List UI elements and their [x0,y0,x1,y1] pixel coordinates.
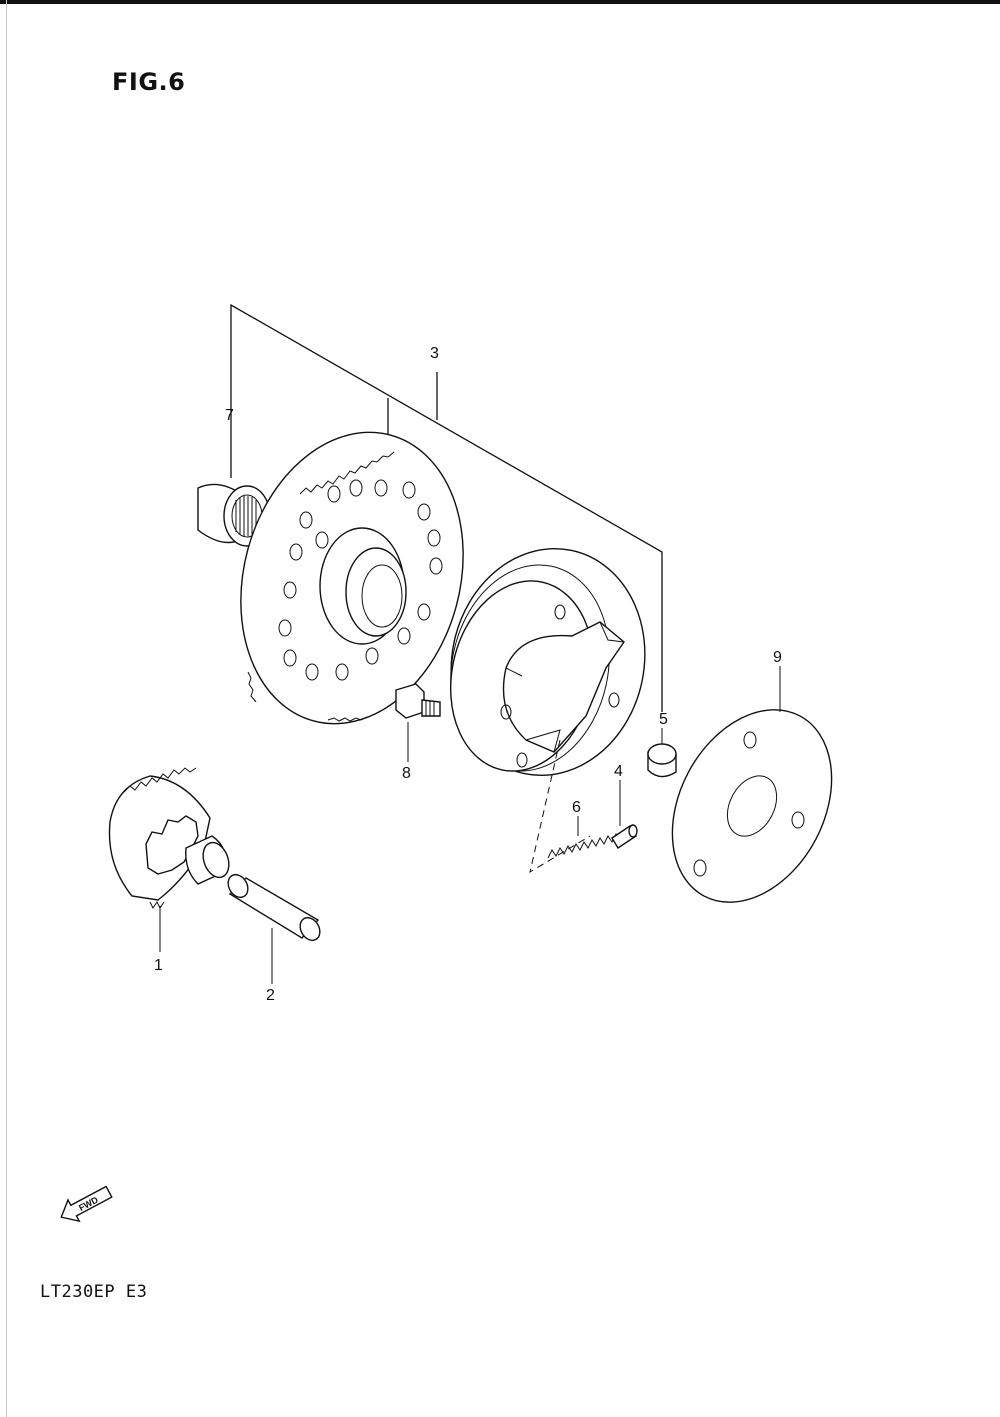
roller-part [647,728,677,778]
left-border [6,0,7,1417]
callout-2: 2 [266,987,275,1004]
bolt-part [395,683,441,762]
top-border [0,0,1000,4]
washer-plate-part [671,666,833,903]
model-code: LT230EP E3 [40,1282,148,1302]
callout-4: 4 [614,763,623,780]
callout-8: 8 [402,765,411,782]
fwd-arrow-icon: FWD [60,1185,113,1223]
idle-gear-part [108,767,230,952]
spring-part [547,816,621,859]
callout-labels: 1 2 3 4 5 6 7 8 9 [154,345,782,1004]
callout-1: 1 [154,957,163,974]
callout-3: 3 [430,345,439,362]
callout-7: 7 [225,407,234,424]
shaft-part [227,873,321,984]
callout-5: 5 [659,711,668,728]
figure-title: FIG.6 [112,68,186,96]
callout-9: 9 [773,649,782,666]
disc-bolt-holes [278,479,443,681]
starter-clutch-housing-part [449,548,646,874]
starter-driven-gear-part [240,431,464,725]
roller-pin-part [611,780,638,849]
callout-6: 6 [572,799,581,816]
